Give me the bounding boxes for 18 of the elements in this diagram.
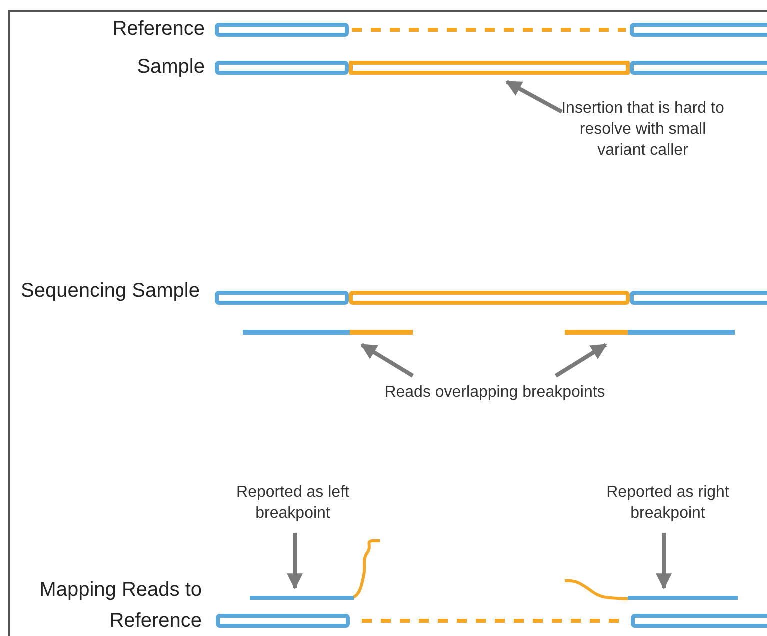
annotation-text: Reported as right breakpoint: [598, 482, 738, 524]
arrow: [554, 343, 608, 378]
annotation-text: Insertion that is hard to resolve with small variant caller: [557, 98, 729, 161]
sequencing-read: [628, 596, 738, 600]
arrow: [287, 533, 303, 590]
row-label: Reference: [112, 17, 205, 42]
sequencing-read: [250, 596, 354, 600]
sequencing-read: [565, 330, 735, 335]
annotation-text: Reads overlapping breakpoints: [330, 382, 660, 403]
sequencing-read: [243, 330, 413, 335]
arrow: [656, 533, 672, 590]
arrow: [506, 80, 563, 114]
annotation-text: Reported as left breakpoint: [232, 482, 354, 524]
insertion-segment: [349, 61, 630, 75]
arrow: [360, 343, 414, 378]
row-label: Mapping Reads to Reference: [38, 578, 202, 634]
row-label: Sample: [136, 55, 205, 80]
row-label: Sequencing Sample: [20, 279, 200, 304]
